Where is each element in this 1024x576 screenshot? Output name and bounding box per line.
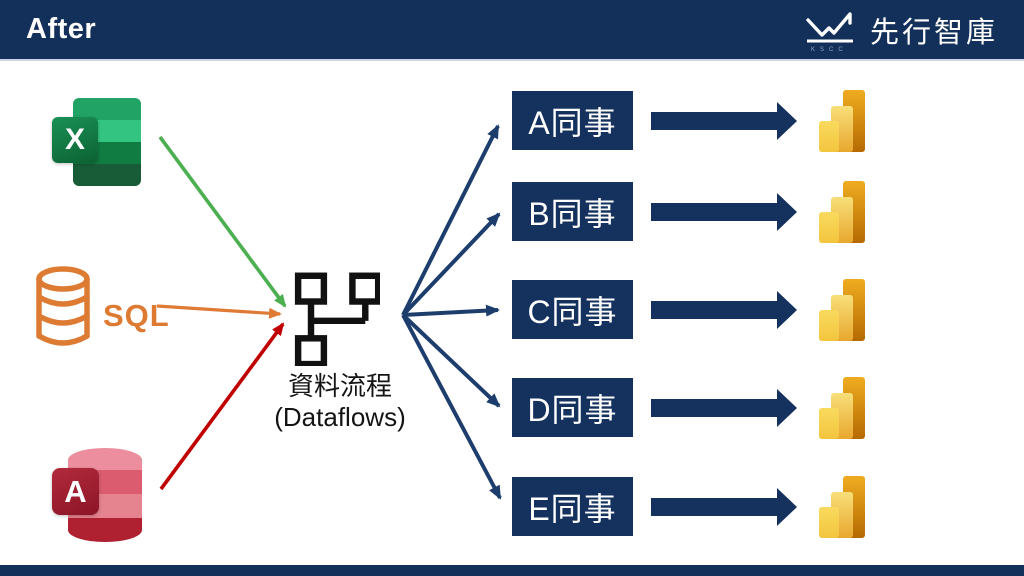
recipient-row: A同事 [512,90,867,152]
recipient-row: E同事 [512,476,867,538]
sql-arrow [156,304,282,319]
sql-database-icon: SQL [33,266,170,352]
dataflows-label: 資料流程 (Dataflows) [258,371,422,432]
recipient-label: E同事 [528,490,617,527]
excel-arrow [158,135,287,308]
recipient-box: D同事 [512,378,633,437]
excel-icon: X [52,96,148,188]
recipient-label: C同事 [527,293,618,330]
bottom-bar [0,565,1024,576]
dataflows-label-en: (Dataflows) [274,401,406,432]
brand-logo: KSCC 先行智庫 [804,7,998,53]
powerbi-bar-short [819,212,839,243]
powerbi-bar-short [819,310,839,341]
dataflows-label-zh: 資料流程 [287,371,392,401]
recipient-label: A同事 [528,104,617,141]
block-arrow-icon [651,193,797,231]
excel-badge: X [52,117,98,163]
recipient-label: D同事 [527,391,618,428]
excel-badge-letter: X [64,123,85,156]
block-arrow-icon [651,389,797,427]
sql-label: SQL [103,298,170,333]
fan-arrow [401,212,501,317]
page-title: After [26,13,97,45]
powerbi-bar-short [819,507,839,538]
powerbi-icon [819,377,865,439]
brand-logo-text: 先行智庫 [869,16,998,49]
fan-arrow [402,304,500,317]
powerbi-icon [819,279,865,341]
recipient-row: C同事 [512,279,867,341]
recipient-box: A同事 [512,91,633,150]
dataflows-icon [288,272,382,368]
top-bar: After KSCC 先行智庫 [0,0,1024,61]
powerbi-bar-short [819,408,839,439]
access-icon: A [52,445,148,545]
powerbi-icon [819,181,865,243]
block-arrow-icon [651,291,797,329]
database-cylinder-icon [36,266,90,346]
recipient-box: C同事 [512,280,633,339]
block-arrow-icon [651,488,797,526]
block-arrow-icon [651,102,797,140]
recipient-row: D同事 [512,377,867,439]
recipient-box: E同事 [512,477,633,536]
access-badge-letter: A [64,473,87,509]
access-badge: A [52,468,99,515]
powerbi-bar-short [819,121,839,152]
brand-logo-mark-icon: KSCC [806,11,853,53]
recipient-label: B同事 [528,195,617,232]
powerbi-icon [819,476,865,538]
powerbi-icon [819,90,865,152]
recipient-box: B同事 [512,182,633,241]
fan-arrow [401,124,500,316]
brand-logo-subtext: KSCC [811,47,848,53]
recipient-row: B同事 [512,181,867,243]
